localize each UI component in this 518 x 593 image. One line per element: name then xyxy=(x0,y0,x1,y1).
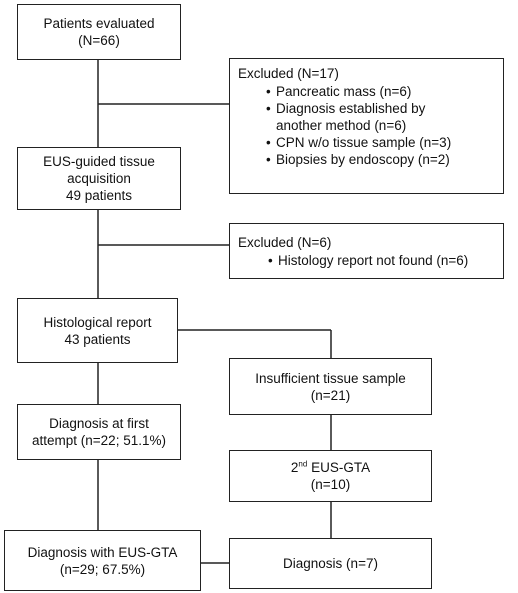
second-eus-gta-name: EUS-GTA xyxy=(311,460,371,475)
diagnosis-n7-box: Diagnosis (n=7) xyxy=(229,538,432,589)
excluded-second-box: Excluded (N=6) Histology report not foun… xyxy=(229,223,504,279)
eus-guided-line2: acquisition xyxy=(67,171,131,186)
diagnosis-eus-gta-label: Diagnosis with EUS-GTA xyxy=(27,544,178,560)
histological-report-label: Histological report xyxy=(43,314,152,330)
excluded-item-histology-not-found: Histology report not found (n=6) xyxy=(238,252,495,269)
diagnosis-eus-gta-box: Diagnosis with EUS-GTA (n=29; 67.5%) xyxy=(4,530,201,591)
histological-report-patients: 43 patients xyxy=(64,331,131,347)
diagnosis-eus-gta-count: (n=29; 67.5%) xyxy=(59,561,146,577)
excluded-item-biopsies: Biopsies by endoscopy (n=2) xyxy=(238,151,495,168)
second-eus-gta-sup: nd xyxy=(298,459,308,469)
excluded-item-other-method: Diagnosis established by another method … xyxy=(238,100,456,134)
excluded-item-cpn: CPN w/o tissue sample (n=3) xyxy=(238,134,495,151)
insufficient-sample-label: Insufficient tissue sample xyxy=(255,370,406,386)
insufficient-sample-box: Insufficient tissue sample (n=21) xyxy=(229,358,432,415)
patients-evaluated-box: Patients evaluated (N=66) xyxy=(17,4,181,60)
excluded-first-title: Excluded (N=17) xyxy=(238,66,339,81)
second-eus-gta-box: 2nd EUS-GTA (n=10) xyxy=(229,450,432,502)
first-attempt-count: attempt (n=22; 51.1%) xyxy=(32,433,166,448)
second-eus-gta-label: 2nd EUS-GTA xyxy=(291,459,370,476)
insufficient-sample-count: (n=21) xyxy=(310,387,351,403)
excluded-second-list: Histology report not found (n=6) xyxy=(238,252,495,269)
second-eus-gta-prefix: 2 xyxy=(290,460,299,475)
first-attempt-box: Diagnosis at first attempt (n=22; 51.1%) xyxy=(17,404,181,460)
excluded-first-list: Pancreatic mass (n=6) Diagnosis establis… xyxy=(238,83,495,168)
histological-report-box: Histological report 43 patients xyxy=(17,298,178,363)
eus-guided-line1: EUS-guided tissue xyxy=(43,154,155,169)
eus-guided-patients: 49 patients xyxy=(65,188,133,203)
first-attempt-label: Diagnosis at first xyxy=(49,416,149,431)
excluded-second-title: Excluded (N=6) xyxy=(238,235,332,250)
eus-guided-box: EUS-guided tissue acquisition 49 patient… xyxy=(17,147,181,210)
second-eus-gta-count: (n=10) xyxy=(310,477,351,492)
excluded-item-pancreatic-mass: Pancreatic mass (n=6) xyxy=(238,83,495,100)
patients-evaluated-count: (N=66) xyxy=(78,33,120,48)
patients-evaluated-label: Patients evaluated xyxy=(43,16,155,31)
excluded-first-box: Excluded (N=17) Pancreatic mass (n=6) Di… xyxy=(229,58,504,194)
diagnosis-n7-label: Diagnosis (n=7) xyxy=(283,556,378,571)
